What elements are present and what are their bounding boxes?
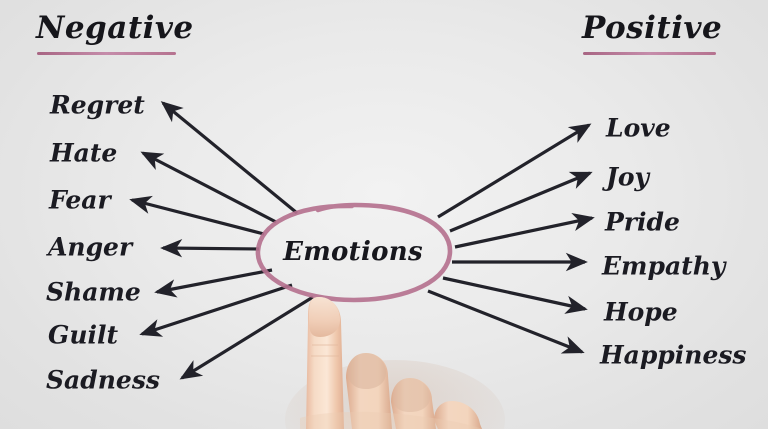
heading-positive: Positive bbox=[582, 10, 723, 46]
emotion-label-regret: Regret bbox=[50, 90, 145, 120]
arrow-to-anger bbox=[160, 238, 260, 258]
emotion-label-guilt: Guilt bbox=[48, 320, 119, 350]
emotions-circle bbox=[255, 202, 453, 303]
arrow-to-fear bbox=[129, 195, 265, 236]
heading-positive-underline bbox=[583, 52, 716, 55]
arrow-to-hate bbox=[140, 151, 277, 224]
center-label-emotions: Emotions bbox=[283, 237, 423, 267]
arrow-to-happiness bbox=[427, 289, 585, 354]
arrow-to-joy bbox=[449, 171, 593, 233]
arrow-to-sadness bbox=[179, 295, 314, 380]
emotion-label-shame: Shame bbox=[46, 277, 141, 307]
heading-negative: Negative bbox=[36, 10, 194, 46]
emotion-label-empathy: Empathy bbox=[602, 251, 726, 281]
emotion-label-hope: Hope bbox=[604, 297, 678, 327]
emotion-label-pride: Pride bbox=[605, 207, 680, 237]
arrow-to-love bbox=[437, 123, 592, 219]
emotion-label-hate: Hate bbox=[50, 138, 118, 168]
arrow-to-pride bbox=[454, 212, 595, 249]
arrow-to-hope bbox=[442, 276, 588, 314]
emotion-label-joy: Joy bbox=[606, 162, 650, 192]
emotion-label-love: Love bbox=[606, 113, 671, 143]
arrow-to-shame bbox=[154, 268, 273, 298]
arrows-positive bbox=[427, 123, 595, 354]
emotion-label-happiness: Happiness bbox=[600, 340, 747, 370]
arrow-to-guilt bbox=[139, 283, 293, 337]
emotion-label-anger: Anger bbox=[48, 232, 133, 262]
pointing-hand bbox=[285, 297, 505, 429]
emotion-label-sadness: Sadness bbox=[46, 365, 160, 395]
arrow-to-regret bbox=[160, 101, 299, 215]
arrows-negative bbox=[129, 101, 314, 380]
heading-negative-underline bbox=[37, 52, 176, 55]
emotion-label-fear: Fear bbox=[49, 185, 111, 215]
